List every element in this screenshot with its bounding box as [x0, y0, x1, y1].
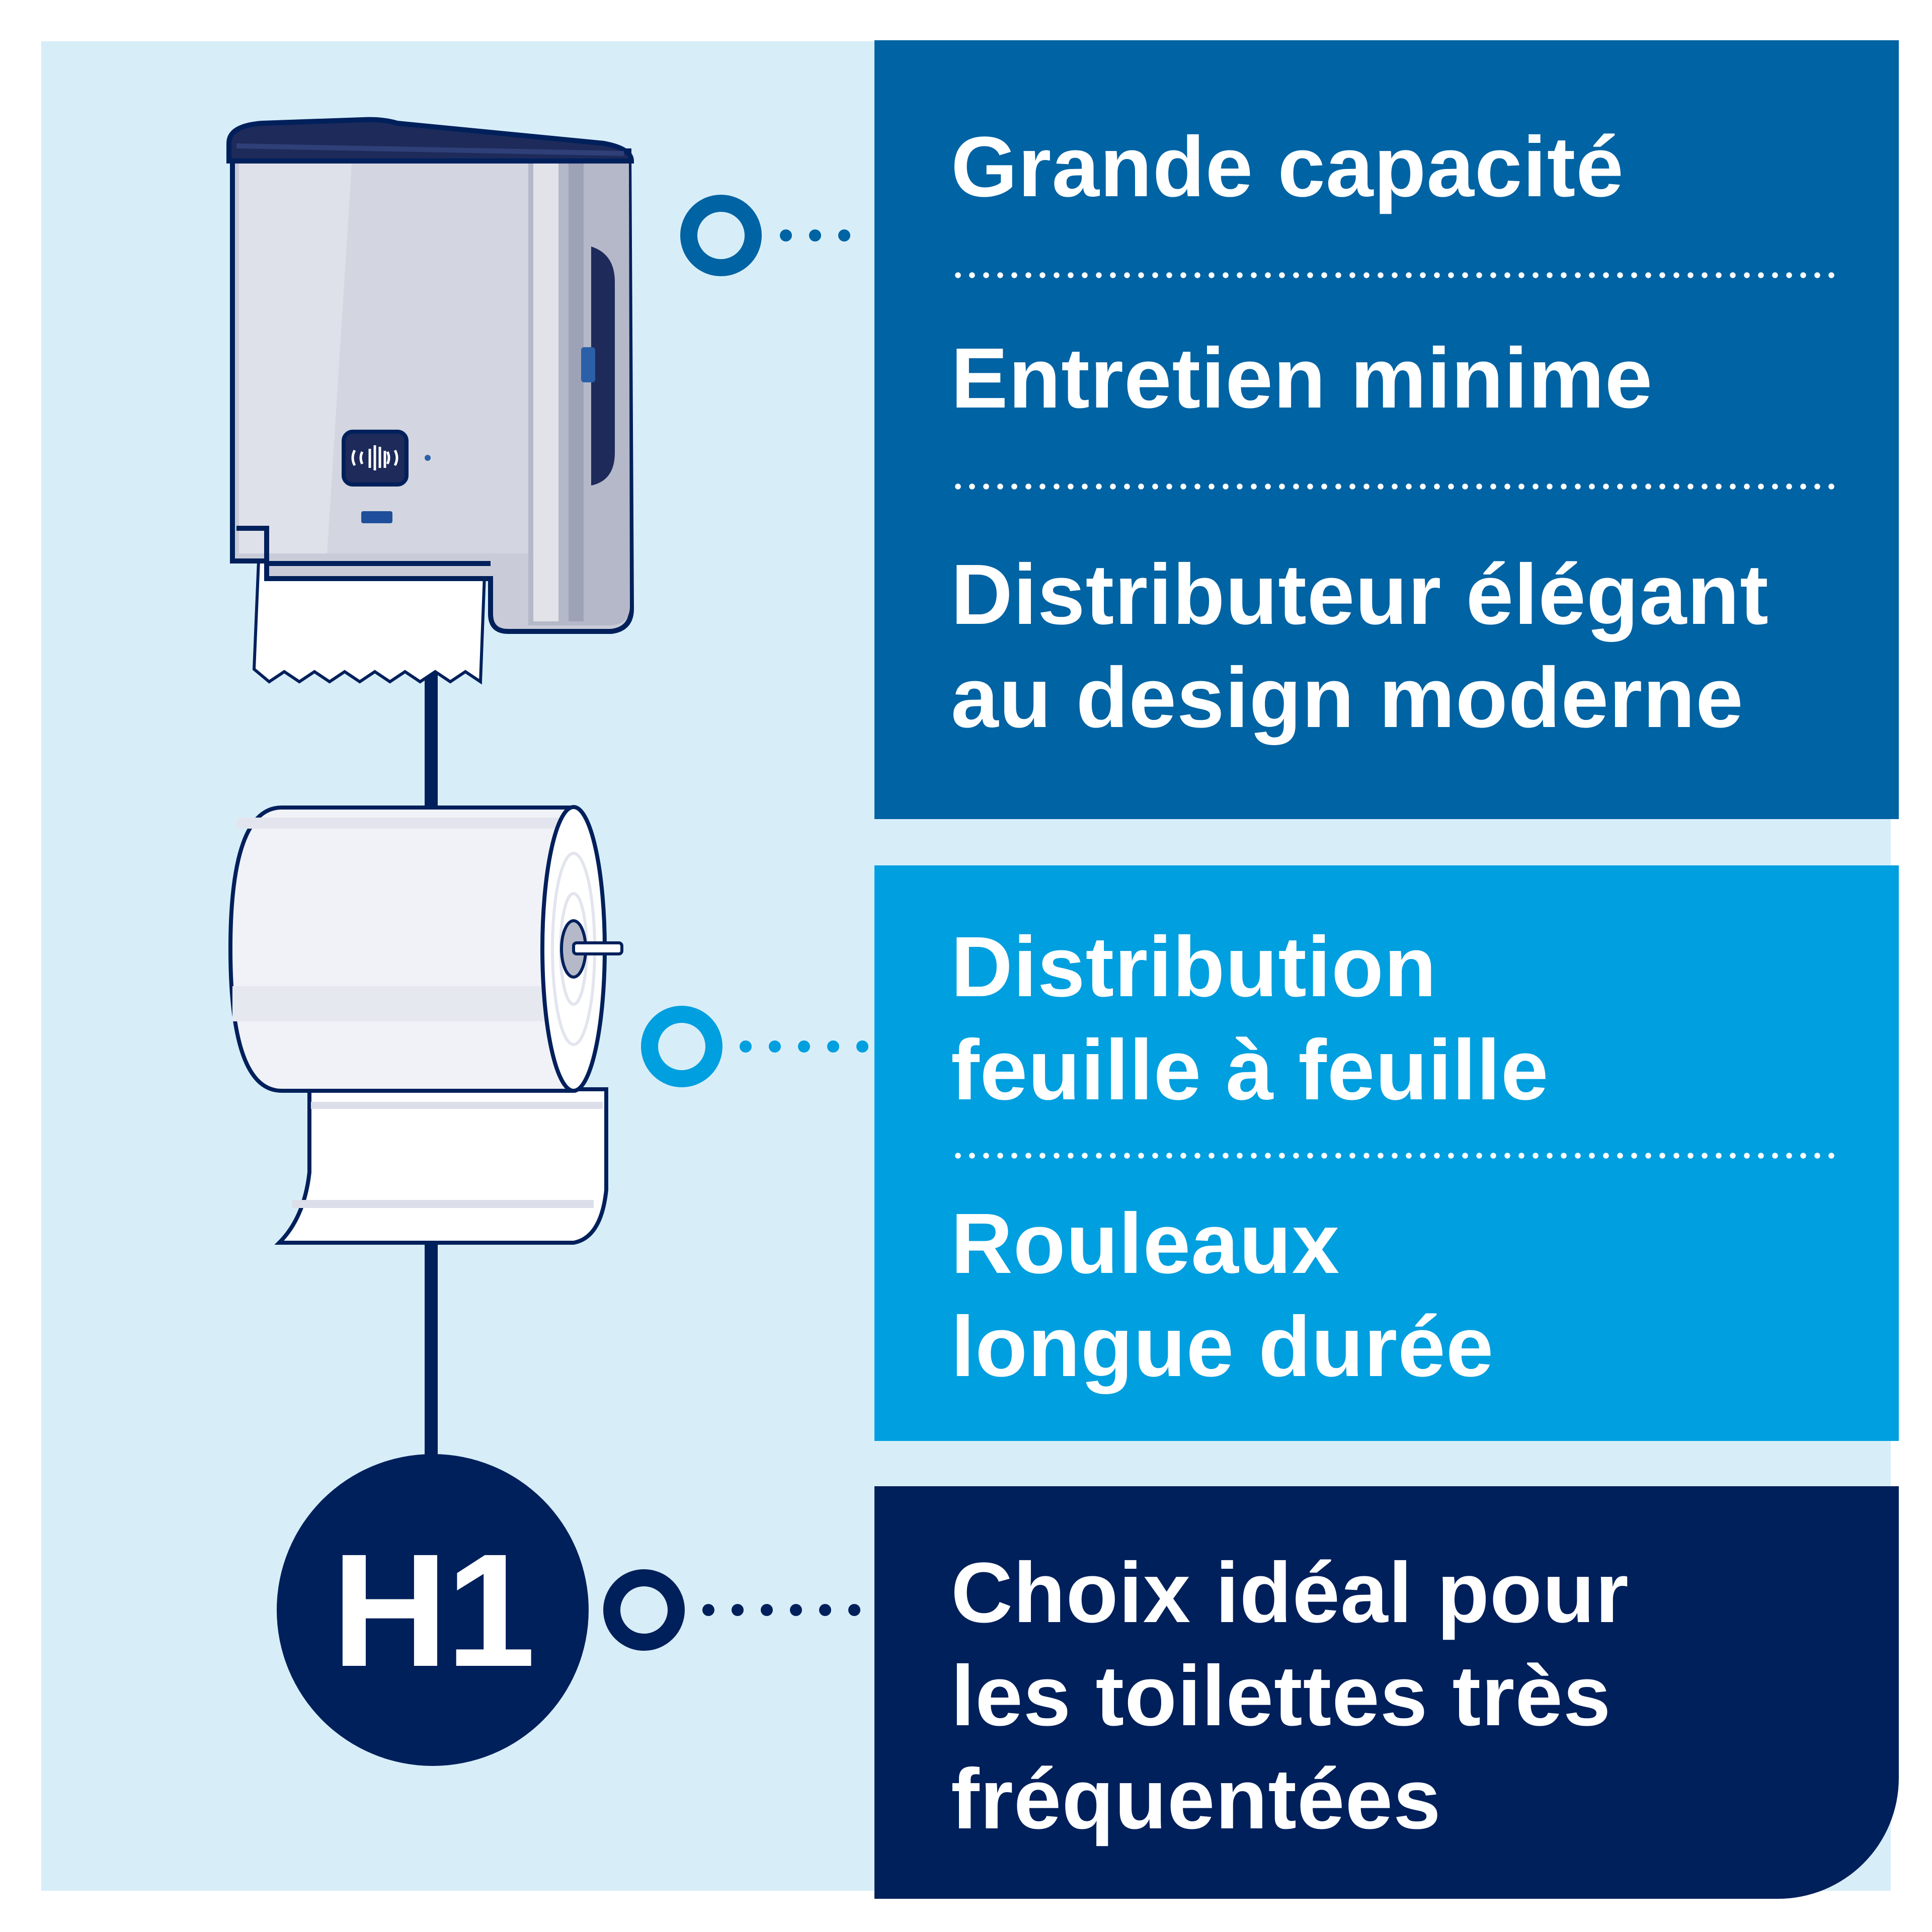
feature-high-traffic: Choix idéal pour les toilettes très fréq…: [951, 1545, 1629, 1847]
paper-roll-illustration: [228, 805, 623, 1245]
dispenser-illustration: [226, 117, 634, 685]
feature-capacity: Grande capacité: [951, 119, 1624, 215]
h1-badge-label: H1: [332, 1520, 535, 1700]
features-panel-bottom: Choix idéal pour les toilettes très fréq…: [874, 1486, 1899, 1899]
features-panel-middle: Distribution feuille à feuille Rouleaux …: [874, 865, 1899, 1441]
connector-top: [680, 195, 850, 276]
dotted-separator: [951, 483, 1836, 490]
dotted-separator: [951, 1152, 1836, 1159]
h1-badge-circle: [277, 1454, 589, 1766]
feature-design: Distributeur élégant au design moderne: [951, 547, 1769, 746]
feature-long-rolls: Rouleaux longue durée: [951, 1196, 1494, 1395]
feature-sheet-dispensing: Distribution feuille à feuille: [951, 919, 1549, 1118]
hand-wave-icon: [351, 445, 398, 470]
dotted-separator: [951, 272, 1836, 279]
connector-bottom: [603, 1569, 860, 1651]
features-panel-top: Grande capacité Entretien minime Distrib…: [874, 40, 1899, 819]
feature-maintenance: Entretien minime: [951, 331, 1653, 426]
connector-middle: [641, 1006, 868, 1087]
